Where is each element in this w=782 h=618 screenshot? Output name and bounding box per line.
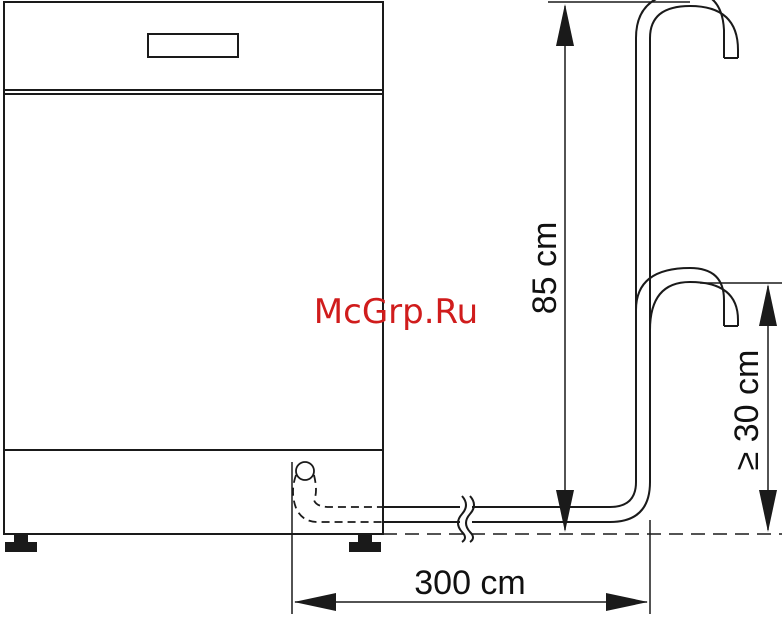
hose-break-left <box>458 496 466 542</box>
hose-break-right <box>466 496 474 542</box>
dimension-30-label: ≥ 30 cm <box>728 350 766 471</box>
internal-hose-inner <box>314 475 383 507</box>
hose-riser-outer <box>610 6 738 522</box>
foot-right-base <box>349 542 381 552</box>
dimension-300-label: 300 cm <box>414 564 526 602</box>
dim-30-arrow-top <box>759 284 777 326</box>
hose-connector <box>296 462 314 480</box>
dim-85-arrow-bottom <box>556 490 574 532</box>
watermark-text: McGrp.Ru <box>314 292 478 332</box>
hose-riser-inner <box>610 0 724 507</box>
dim-85-arrow-top <box>556 4 574 46</box>
dim-300-arrow-right <box>606 593 648 611</box>
foot-left-base <box>5 542 37 552</box>
dimension-85 <box>548 2 690 532</box>
foot-left <box>15 534 27 542</box>
dim-300-arrow-left <box>294 593 336 611</box>
display-window <box>148 34 238 57</box>
internal-hose <box>293 462 383 522</box>
dishwasher-outline <box>4 2 383 534</box>
foot-right <box>359 534 371 542</box>
internal-hose-outer <box>293 475 383 522</box>
dimension-85-label: 85 cm <box>526 222 564 315</box>
dim-30-arrow-bottom <box>759 490 777 532</box>
dishwasher <box>4 2 383 552</box>
